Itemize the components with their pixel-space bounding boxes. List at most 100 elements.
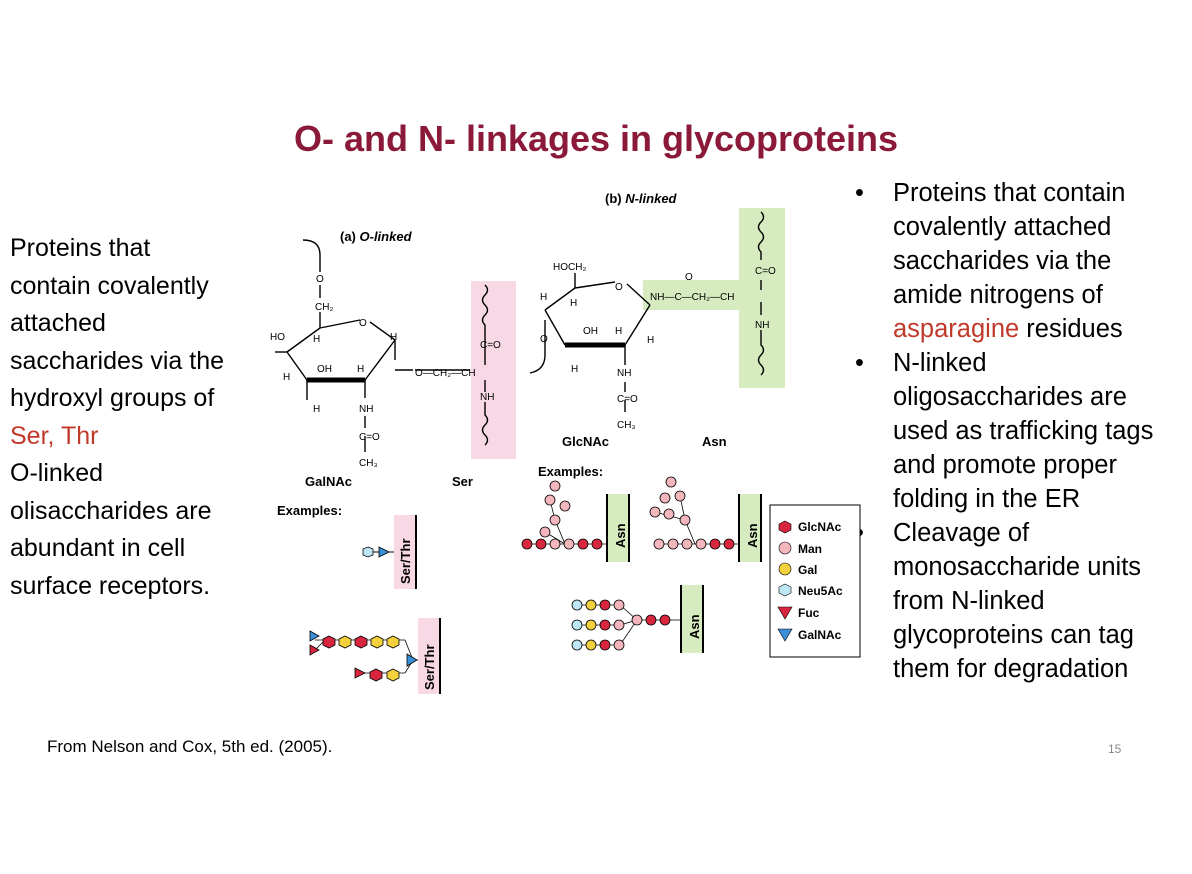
asn-backbone-box [739, 208, 785, 388]
svg-text:HOCH₂: HOCH₂ [553, 262, 586, 273]
ser-thr-label-1: Ser/Thr [398, 538, 413, 584]
ser-thr-highlight: Ser, Thr [10, 421, 99, 450]
fuc-icon [354, 667, 366, 679]
svg-text:NH: NH [617, 368, 631, 379]
svg-text:HO: HO [270, 332, 285, 343]
left-line: attached [10, 309, 106, 337]
svg-text:O: O [685, 272, 693, 283]
svg-text:H: H [313, 334, 320, 345]
galnac-icon [378, 546, 390, 558]
bullet-line: from N-linked [893, 587, 1045, 615]
glcnac-icon [354, 635, 368, 649]
bullet-item: • Cleavage of monosaccharide units from … [845, 516, 1190, 686]
neu5ac-icon [362, 546, 374, 558]
legend-label: Man [798, 542, 822, 556]
n-linked-heading: (b) N-linked [605, 191, 678, 206]
svg-text:NH: NH [755, 320, 769, 331]
asn-label-3: Asn [687, 614, 702, 639]
glcnac-ring-structure [529, 211, 765, 412]
legend-label: Neu5Ac [798, 584, 843, 598]
galnac-legend-icon [777, 628, 793, 642]
asparagine-highlight: asparagine [893, 315, 1020, 343]
bullet-line: covalently attached [893, 213, 1112, 241]
o-linked-description: Proteins that contain covalently attache… [10, 230, 260, 605]
svg-text:O: O [615, 282, 623, 293]
svg-text:CH₃: CH₃ [617, 420, 636, 431]
man-legend-icon [778, 541, 792, 555]
citation: From Nelson and Cox, 5th ed. (2005). [47, 737, 333, 756]
bullet-line: folding in the ER [893, 485, 1081, 513]
svg-text:CH₃: CH₃ [359, 458, 378, 469]
svg-text:H: H [647, 335, 654, 346]
gal-icon [370, 635, 384, 649]
bullet-line: used as trafficking tags [893, 417, 1154, 445]
fuc-icon [309, 644, 320, 656]
left-line: olisaccharides are [10, 496, 212, 525]
svg-text:NH—C—CH₂—CH: NH—C—CH₂—CH [650, 292, 734, 303]
glcnac-icon [322, 635, 336, 649]
glcnac-label: GlcNAc [562, 434, 609, 449]
bullet-line: glycoproteins can tag [893, 621, 1134, 649]
n-example-3-chain [571, 599, 681, 651]
gal-legend-icon [778, 562, 792, 576]
neu5ac-legend-icon [778, 583, 792, 597]
gal-icon [338, 635, 352, 649]
ser-highlight-box [471, 281, 516, 459]
slide-number: 15 [1108, 742, 1122, 756]
ser-thr-label-2: Ser/Thr [422, 644, 437, 690]
bullet-line: monosaccharide units [893, 553, 1142, 581]
svg-text:C=O: C=O [755, 266, 776, 277]
bullet-line: Cleavage of [893, 519, 1030, 547]
legend-label: Fuc [798, 606, 820, 620]
left-line: surface receptors. [10, 571, 211, 600]
svg-text:H: H [313, 404, 320, 415]
galnac-ring-structure [275, 239, 413, 452]
svg-text:NH: NH [480, 392, 494, 403]
svg-text:H: H [540, 292, 547, 303]
ser-label: Ser [452, 474, 473, 489]
svg-text:H: H [571, 364, 578, 375]
n-example-2-chain [649, 476, 739, 550]
bullet-line: them for degradation [893, 655, 1129, 683]
bullet-item: • Proteins that contain covalently attac… [845, 176, 1190, 346]
bullet-line: oligosaccharides are [893, 383, 1127, 411]
bullet-dot: • [855, 349, 864, 377]
asn-box-2 [739, 494, 761, 562]
left-line: hydroxyl groups of [10, 384, 215, 412]
svg-text:O: O [316, 274, 324, 285]
bullet-line: Proteins that contain [893, 179, 1126, 207]
svg-text:H: H [570, 298, 577, 309]
ser-atom-labels: C=O O—CH₂—CH NH [415, 340, 501, 403]
svg-text:H: H [283, 372, 290, 383]
svg-text:NH: NH [359, 404, 373, 415]
o-examples-label: Examples: [277, 503, 342, 518]
svg-text:O—CH₂—CH: O—CH₂—CH [415, 368, 476, 379]
ser-thr-box-2 [418, 618, 440, 694]
gal-icon [386, 668, 400, 682]
svg-text:C=O: C=O [480, 340, 501, 351]
glcnac-icon [369, 668, 383, 682]
glcnac-legend-icon [778, 520, 792, 534]
legend-label: GlcNAc [798, 520, 842, 534]
asn-label-1: Asn [613, 523, 628, 548]
fuc-legend-icon [777, 606, 793, 620]
asn-side-box [643, 280, 739, 310]
left-line: O-linked [10, 459, 104, 487]
left-line: Proteins that [10, 234, 151, 262]
bullet-dot: • [855, 179, 864, 207]
bullet-line: and promote proper [893, 451, 1117, 479]
asn-box-1 [607, 494, 629, 562]
n-examples-label: Examples: [538, 464, 603, 479]
bullet-line: saccharides via the [893, 247, 1112, 275]
o-example-2-chain [309, 630, 418, 682]
svg-text:C=O: C=O [359, 432, 380, 443]
bullet-list: • Proteins that contain covalently attac… [845, 176, 1190, 686]
ser-thr-box-1 [394, 515, 416, 589]
svg-text:H: H [615, 326, 622, 337]
bullet-line: N-linked [893, 349, 987, 377]
svg-text:CH₂: CH₂ [315, 302, 333, 313]
svg-text:OH: OH [583, 326, 598, 337]
